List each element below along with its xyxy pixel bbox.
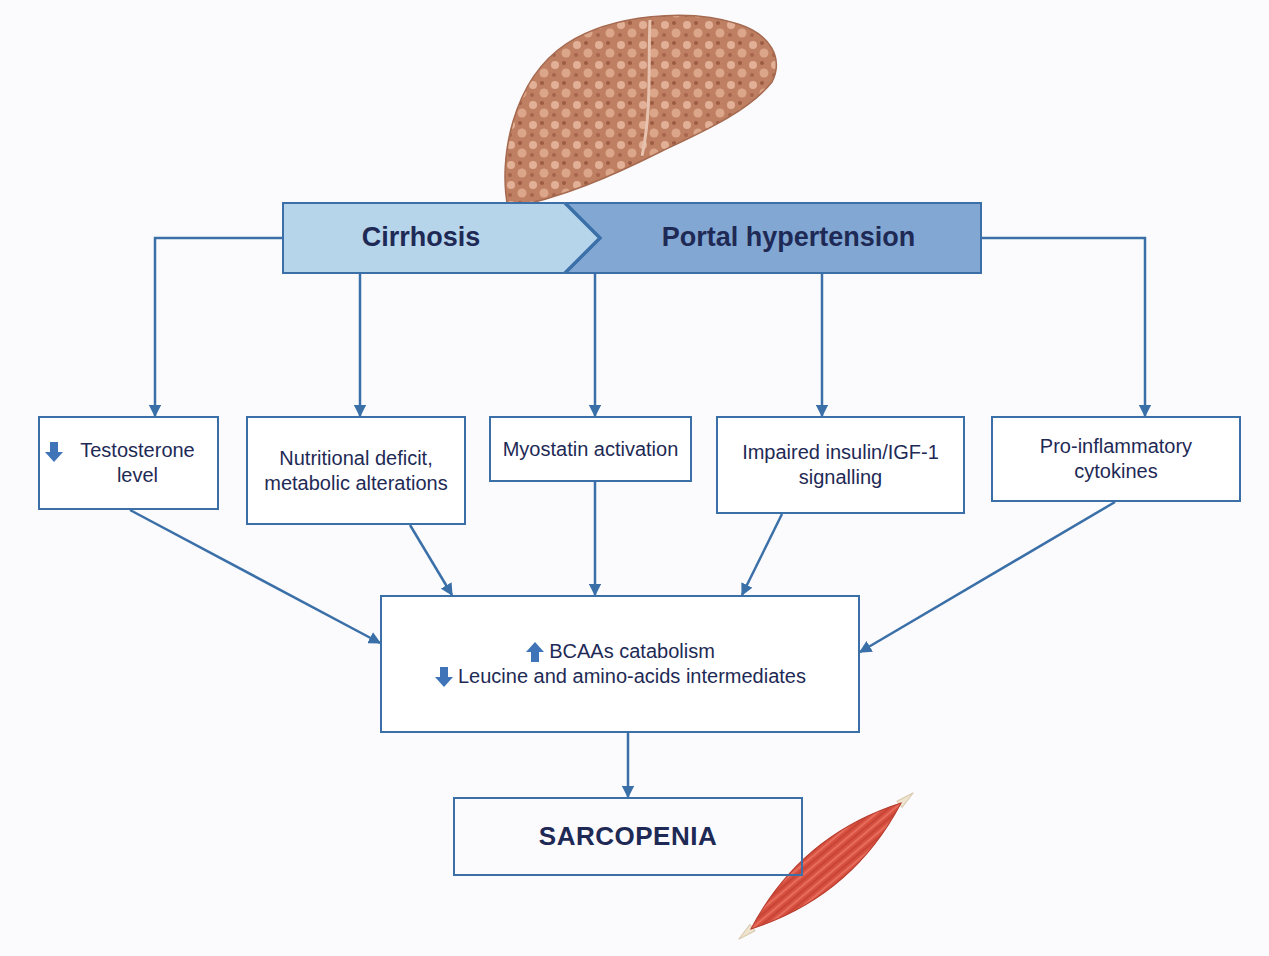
process-box: BCAAs catabolismLeucine and amino-acids … xyxy=(380,595,860,733)
node-text: BCAAs catabolism xyxy=(549,639,715,664)
arrow-connector xyxy=(821,274,824,416)
arrow-connector xyxy=(155,238,282,416)
text-row: Leucine and amino-acids intermediates xyxy=(434,664,806,689)
arrow-connector xyxy=(742,514,782,595)
stage-band: Cirrhosis xyxy=(282,202,600,274)
arrow-connector xyxy=(359,274,362,416)
arrow-connector xyxy=(130,510,380,643)
node-text: Myostatin activation xyxy=(503,437,679,462)
node-text: Leucine and amino-acids intermediates xyxy=(458,664,806,689)
arrow-connector xyxy=(860,502,1115,652)
arrow-connector xyxy=(982,238,1145,416)
arrow-connector xyxy=(594,482,597,595)
process-box: Myostatin activation xyxy=(489,416,692,482)
text-row: BCAAs catabolism xyxy=(525,639,715,664)
liver-illustration xyxy=(505,15,776,208)
node-text: SARCOPENIA xyxy=(539,820,717,853)
arrow-connector xyxy=(594,274,597,416)
node-text: Portal hypertension xyxy=(662,221,916,255)
process-box: SARCOPENIA xyxy=(453,797,803,876)
node-text: Cirrhosis xyxy=(362,221,481,255)
node-text: Impaired insulin/IGF-1 signalling xyxy=(728,440,953,490)
node-text: Pro-inflammatory cytokines xyxy=(1003,434,1229,484)
down-arrow-icon xyxy=(44,441,64,463)
down-arrow-icon xyxy=(434,666,454,688)
process-box: Impaired insulin/IGF-1 signalling xyxy=(716,416,965,514)
process-box: Pro-inflammatory cytokines xyxy=(991,416,1241,502)
arrow-connector xyxy=(627,733,630,797)
node-text: Testosterone level xyxy=(66,438,209,488)
up-arrow-icon xyxy=(525,641,545,663)
process-box: Nutritional deficit, metabolic alteratio… xyxy=(246,416,466,525)
process-box: Testosterone level xyxy=(38,416,219,510)
arrow-connector xyxy=(410,525,452,595)
muscle-illustration xyxy=(726,777,926,954)
stage-band: Portal hypertension xyxy=(565,202,982,274)
node-text: Nutritional deficit, metabolic alteratio… xyxy=(258,446,454,496)
